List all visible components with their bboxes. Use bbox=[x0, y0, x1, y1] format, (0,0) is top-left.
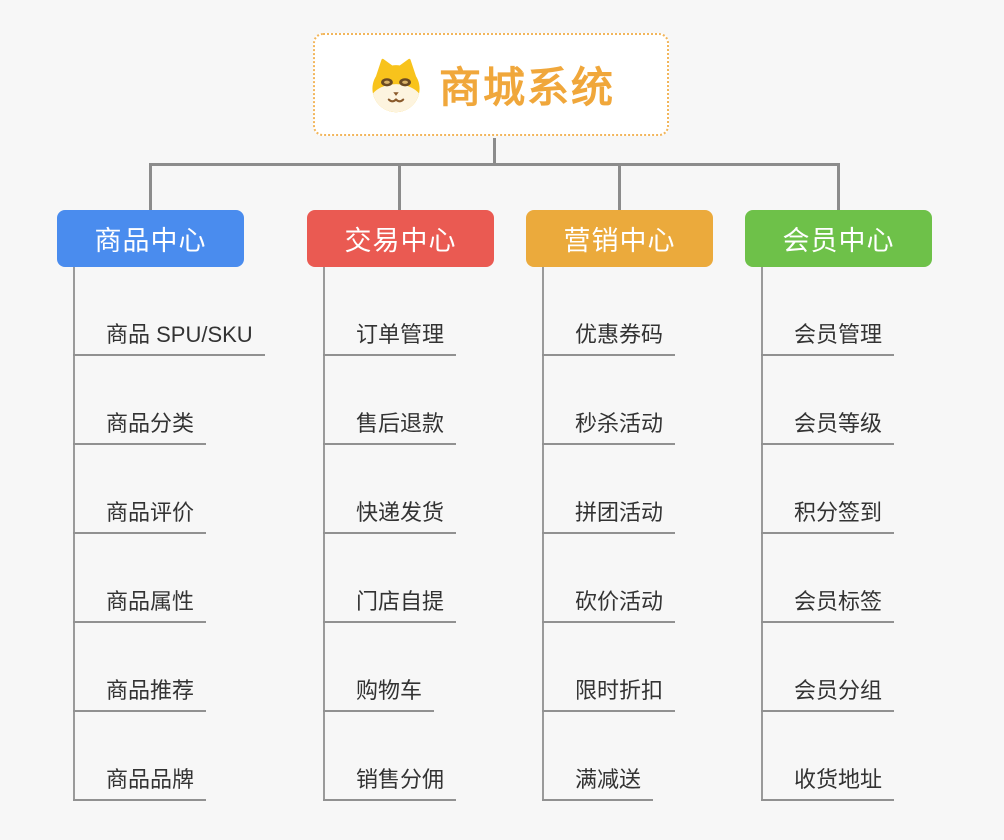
leaf-member-group[interactable]: 会员分组 bbox=[761, 672, 895, 712]
connector-stub-trade bbox=[398, 163, 401, 210]
connector-rail bbox=[149, 163, 840, 166]
leaf-member-management[interactable]: 会员管理 bbox=[761, 316, 895, 356]
root-title: 商城系统 bbox=[438, 64, 615, 111]
leaf-limited-time-discount[interactable]: 限时折扣 bbox=[542, 672, 676, 712]
leaf-store-pickup[interactable]: 门店自提 bbox=[323, 583, 457, 623]
trunk-marketing-center bbox=[542, 267, 544, 801]
branch-header-member-center[interactable]: 会员中心 bbox=[745, 210, 932, 267]
leaf-product-brand[interactable]: 商品品牌 bbox=[73, 761, 207, 801]
leaf-product-recommend[interactable]: 商品推荐 bbox=[73, 672, 207, 712]
leaf-group-buy[interactable]: 拼团活动 bbox=[542, 494, 676, 534]
leaf-product-attribute[interactable]: 商品属性 bbox=[73, 583, 207, 623]
leaf-bargain-activity[interactable]: 砍价活动 bbox=[542, 583, 676, 623]
leaf-coupon-code[interactable]: 优惠券码 bbox=[542, 316, 676, 356]
leaf-product-review[interactable]: 商品评价 bbox=[73, 494, 207, 534]
leaf-shopping-cart[interactable]: 购物车 bbox=[323, 672, 435, 712]
connector-stub-member bbox=[837, 163, 840, 210]
branch-header-marketing-center[interactable]: 营销中心 bbox=[526, 210, 713, 267]
trunk-trade-center bbox=[323, 267, 325, 801]
connector-stub-marketing bbox=[618, 163, 621, 210]
trunk-member-center bbox=[761, 267, 763, 801]
leaf-sales-commission[interactable]: 销售分佣 bbox=[323, 761, 457, 801]
branch-header-product-center[interactable]: 商品中心 bbox=[57, 210, 244, 267]
root-node-mall-system[interactable]: 商城系统 bbox=[313, 33, 669, 136]
leaf-member-level[interactable]: 会员等级 bbox=[761, 405, 895, 445]
leaf-product-category[interactable]: 商品分类 bbox=[73, 405, 207, 445]
leaf-aftersale-refund[interactable]: 售后退款 bbox=[323, 405, 457, 445]
leaf-shipping-address[interactable]: 收货地址 bbox=[761, 761, 895, 801]
leaf-flash-sale[interactable]: 秒杀活动 bbox=[542, 405, 676, 445]
leaf-order-management[interactable]: 订单管理 bbox=[323, 316, 457, 356]
leaf-product-spu-sku[interactable]: 商品 SPU/SKU bbox=[73, 316, 265, 356]
leaf-points-checkin[interactable]: 积分签到 bbox=[761, 494, 895, 534]
leaf-member-tag[interactable]: 会员标签 bbox=[761, 583, 895, 623]
connector-stub-product bbox=[149, 163, 152, 210]
leaf-express-delivery[interactable]: 快递发货 bbox=[323, 494, 457, 534]
leaf-full-reduction[interactable]: 满减送 bbox=[542, 761, 654, 801]
dog-icon bbox=[372, 58, 420, 112]
connector-root-stem bbox=[493, 138, 496, 164]
trunk-product-center bbox=[73, 267, 75, 801]
branch-header-trade-center[interactable]: 交易中心 bbox=[307, 210, 494, 267]
